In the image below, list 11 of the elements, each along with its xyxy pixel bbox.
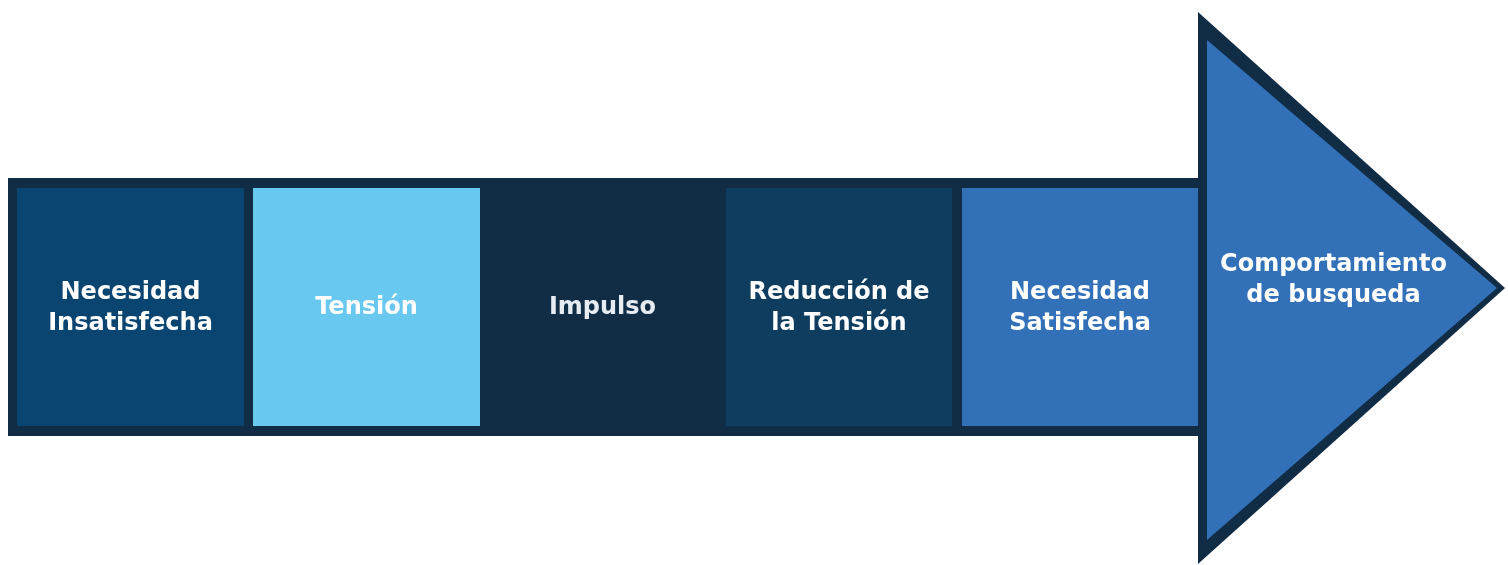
process-box xyxy=(253,188,480,426)
process-box xyxy=(962,188,1198,426)
step-label: Tensión xyxy=(315,291,418,323)
step-label: Reducción de la Tensión xyxy=(747,275,931,338)
step-label: Impulso xyxy=(548,291,657,323)
step-label: Comportamiento de busqueda xyxy=(1219,248,1448,311)
arrowhead-shape xyxy=(1197,12,1506,564)
process-box xyxy=(17,188,244,426)
step-label: Necesidad Insatisfecha xyxy=(47,275,214,338)
process-box xyxy=(726,188,952,426)
step-label: Necesidad Satisfecha xyxy=(1008,275,1152,338)
